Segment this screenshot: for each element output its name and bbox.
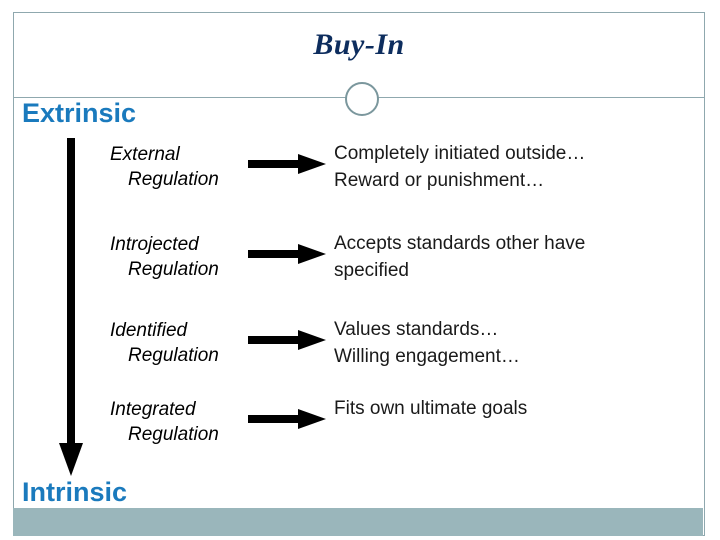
downward-continuum-arrow-icon bbox=[59, 138, 83, 476]
footer-bar bbox=[13, 508, 703, 536]
right-arrow-icon bbox=[248, 154, 326, 174]
regulation-term-line1: Introjected bbox=[110, 234, 199, 255]
regulation-description-line2: Reward or punishment… bbox=[334, 170, 545, 191]
regulation-description: Values standards… Willing engagement… bbox=[334, 316, 684, 370]
regulation-description-line2: specified bbox=[334, 260, 409, 281]
regulation-description-line1: Accepts standards other have bbox=[334, 233, 586, 254]
regulation-term-line2: Regulation bbox=[128, 424, 219, 445]
right-arrow-icon bbox=[248, 244, 326, 264]
section-label-intrinsic: Intrinsic bbox=[22, 477, 128, 507]
regulation-term: External Regulation bbox=[110, 142, 270, 192]
page-title: Buy-In bbox=[313, 28, 405, 61]
regulation-description: Fits own ultimate goals bbox=[334, 395, 684, 422]
section-label-extrinsic: Extrinsic bbox=[22, 98, 137, 128]
right-arrow-icon bbox=[248, 330, 326, 350]
list-item: External Regulation Completely initiated… bbox=[110, 142, 690, 212]
regulation-term-line2: Regulation bbox=[128, 259, 219, 280]
circle-ring-icon bbox=[345, 82, 379, 116]
list-item: Integrated Regulation Fits own ultimate … bbox=[110, 397, 690, 467]
regulation-description: Completely initiated outside… Reward or … bbox=[334, 140, 684, 194]
regulation-term-line2: Regulation bbox=[128, 169, 219, 190]
regulation-term-line1: Identified bbox=[110, 320, 188, 341]
list-item: Introjected Regulation Accepts standards… bbox=[110, 232, 690, 302]
right-arrow-icon bbox=[248, 409, 326, 429]
regulation-term-line1: External bbox=[110, 144, 180, 165]
regulation-description-line1: Fits own ultimate goals bbox=[334, 398, 528, 419]
list-item: Identified Regulation Values standards… … bbox=[110, 318, 690, 388]
regulation-description: Accepts standards other have specified bbox=[334, 230, 684, 284]
regulation-term: Identified Regulation bbox=[110, 318, 270, 368]
title-placeholder-frame bbox=[13, 12, 705, 97]
regulation-description-line2: Willing engagement… bbox=[334, 346, 520, 367]
regulation-term: Integrated Regulation bbox=[110, 397, 270, 447]
regulation-term-line2: Regulation bbox=[128, 345, 219, 366]
regulation-description-line1: Completely initiated outside… bbox=[334, 143, 586, 164]
regulation-description-line1: Values standards… bbox=[334, 319, 499, 340]
regulation-term-line1: Integrated bbox=[110, 399, 196, 420]
regulation-term: Introjected Regulation bbox=[110, 232, 270, 282]
